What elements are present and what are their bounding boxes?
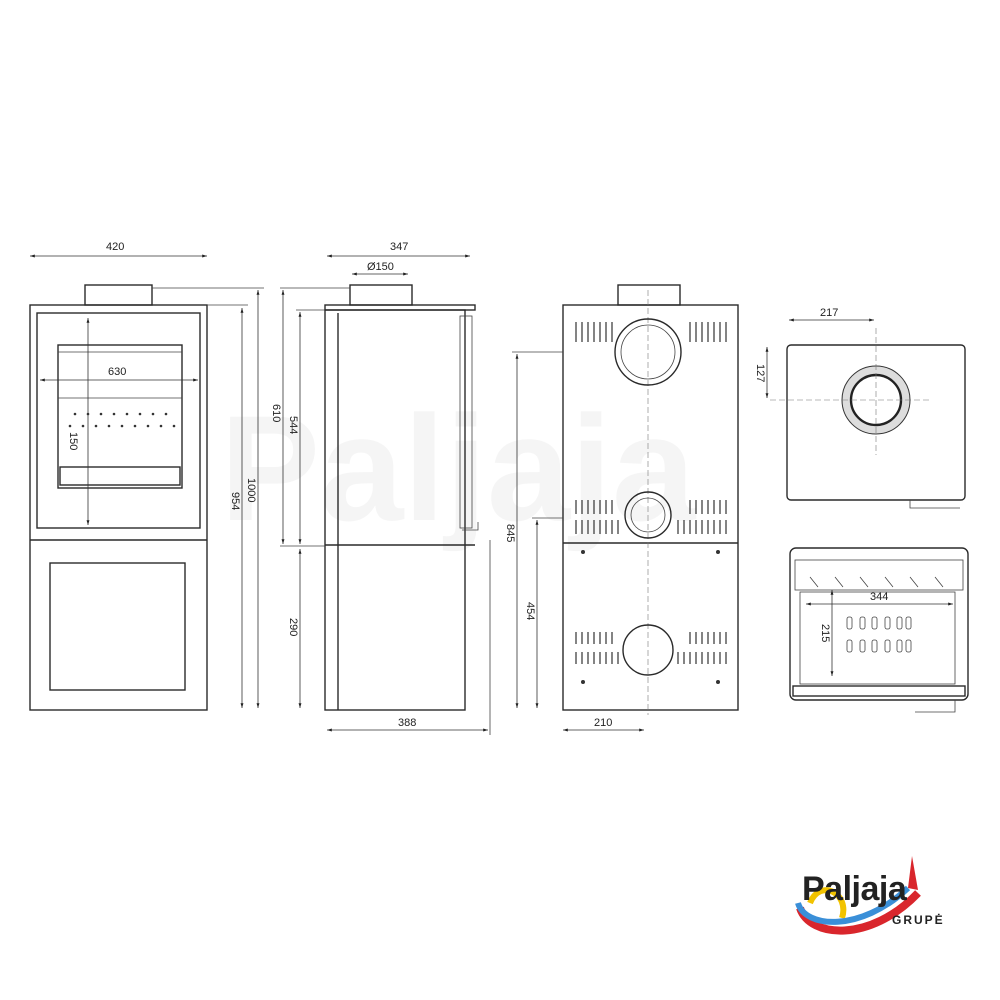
front-view: 420 630 150 954 1000 [29, 241, 264, 711]
dim-top-flue-y: 127 [754, 364, 766, 382]
watermark: Paljaja [220, 384, 697, 552]
ash-lip [792, 685, 966, 697]
vent-slots [575, 322, 727, 664]
flue-collar [349, 284, 413, 306]
top-view: 217 127 [754, 307, 966, 509]
base-panel [49, 562, 186, 691]
lower-outlet [622, 624, 674, 676]
side-view: 347 Ø150 610 544 290 388 [270, 241, 491, 735]
door-handle [459, 315, 473, 529]
dim-flue-diameter: Ø150 [367, 261, 394, 273]
door-frame [36, 312, 201, 529]
dim-depth: 347 [390, 241, 408, 253]
rear-flue-outlet [614, 318, 682, 386]
dim-lower-outlet-height: 454 [524, 602, 536, 620]
firebox-view: 344 215 [789, 547, 969, 713]
dim-total-height: 1000 [245, 478, 257, 502]
flue-collar [84, 284, 153, 306]
top-plate [786, 344, 966, 501]
firebox-outline [789, 547, 969, 701]
dim-outlet-offset: 210 [594, 717, 612, 729]
dim-body-height: 954 [229, 492, 241, 510]
dim-firebox-height: 215 [819, 624, 831, 642]
rear-air-inlet [624, 491, 672, 539]
dim-top-flue-x: 217 [820, 307, 838, 319]
dim-width: 420 [106, 241, 124, 253]
air-control-bar [59, 466, 181, 486]
glass-window [57, 344, 183, 489]
back-view: 845 454 210 [504, 284, 739, 732]
dim-glass-width: 630 [108, 366, 126, 378]
flue-collar [617, 284, 681, 306]
front-body [29, 304, 208, 711]
dim-upper-height: 544 [287, 416, 299, 434]
dim-rear-outlet-height: 845 [504, 524, 516, 542]
dim-base-depth: 388 [398, 717, 416, 729]
back-body [562, 304, 739, 711]
logo-sub-text: GRUPĖ [892, 913, 945, 927]
dim-lower-height: 290 [287, 618, 299, 636]
logo-main-text: Paljaja [802, 870, 907, 908]
dim-flue-height: 610 [270, 404, 282, 422]
dim-firebox-width: 344 [870, 591, 888, 603]
brand-logo: Paljaja GRUPĖ [790, 848, 960, 948]
logo-swoosh-icon [795, 856, 921, 935]
side-body [324, 309, 466, 711]
dim-glass-offset: 150 [67, 432, 79, 450]
